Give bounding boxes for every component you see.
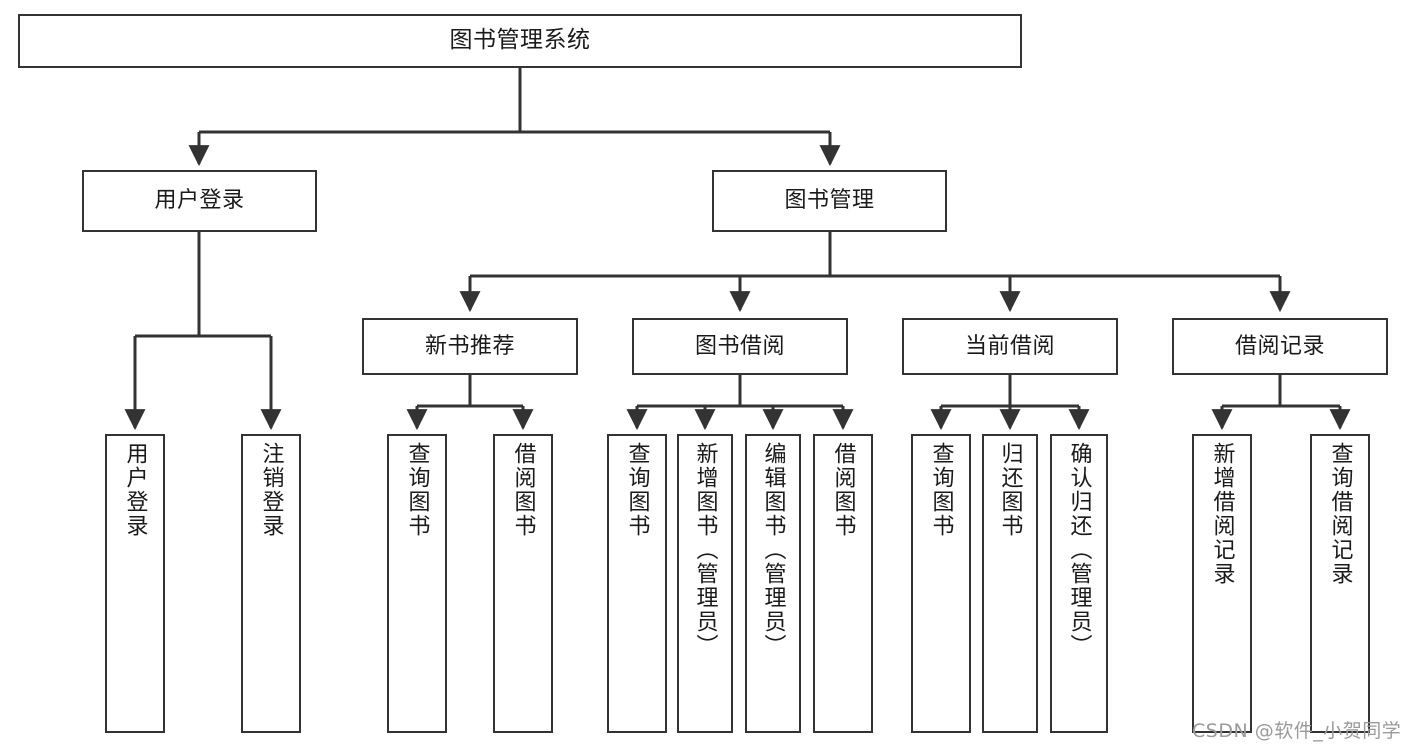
node-label: 确认归还（管理员） — [1066, 442, 1092, 658]
node-label: 新增借阅记录 — [1209, 442, 1235, 586]
node-root-system[interactable]: 图书管理系统 — [18, 14, 1022, 68]
node-borrow-record[interactable]: 借阅记录 — [1172, 318, 1388, 375]
node-new-book-recommend[interactable]: 新书推荐 — [362, 318, 578, 375]
node-current-borrow[interactable]: 当前借阅 — [902, 318, 1118, 375]
node-label: 图书管理 — [784, 188, 875, 214]
leaf-logout-login[interactable]: 注销登录 — [241, 434, 301, 733]
leaf-confirm-return[interactable]: 确认归还（管理员） — [1050, 434, 1108, 733]
leaf-borrow-book-2[interactable]: 借阅图书 — [813, 434, 873, 733]
leaf-add-record[interactable]: 新增借阅记录 — [1192, 434, 1252, 733]
node-label: 归还图书 — [997, 442, 1023, 538]
node-label: 图书管理系统 — [449, 27, 591, 54]
watermark-text: CSDN @软件_小贺同学 — [1192, 720, 1402, 742]
node-book-borrow[interactable]: 图书借阅 — [632, 318, 848, 375]
node-label: 查询图书 — [404, 442, 430, 538]
node-label: 查询图书 — [928, 442, 954, 538]
node-book-management[interactable]: 图书管理 — [712, 170, 947, 232]
leaf-query-record[interactable]: 查询借阅记录 — [1310, 434, 1370, 733]
leaf-query-book-2[interactable]: 查询图书 — [607, 434, 667, 733]
leaf-add-book[interactable]: 新增图书（管理员） — [677, 434, 733, 733]
node-label: 图书借阅 — [694, 333, 785, 359]
leaf-borrow-book-1[interactable]: 借阅图书 — [493, 434, 553, 733]
node-user-login[interactable]: 用户登录 — [82, 170, 317, 232]
node-label: 新书推荐 — [424, 333, 515, 359]
node-label: 用户登录 — [154, 188, 245, 214]
leaf-return-book[interactable]: 归还图书 — [982, 434, 1038, 733]
node-label: 借阅记录 — [1234, 333, 1325, 359]
node-label: 用户登录 — [122, 442, 148, 538]
node-label: 新增图书（管理员） — [692, 442, 718, 658]
node-label: 当前借阅 — [964, 333, 1055, 359]
node-label: 借阅图书 — [830, 442, 856, 538]
leaf-query-book-3[interactable]: 查询图书 — [911, 434, 971, 733]
leaf-query-book-1[interactable]: 查询图书 — [387, 434, 447, 733]
node-label: 查询借阅记录 — [1327, 442, 1353, 586]
node-label: 注销登录 — [258, 442, 284, 538]
leaf-user-login[interactable]: 用户登录 — [105, 434, 165, 733]
node-label: 编辑图书（管理员） — [760, 442, 786, 658]
node-label: 借阅图书 — [510, 442, 536, 538]
leaf-edit-book[interactable]: 编辑图书（管理员） — [745, 434, 801, 733]
node-label: 查询图书 — [624, 442, 650, 538]
